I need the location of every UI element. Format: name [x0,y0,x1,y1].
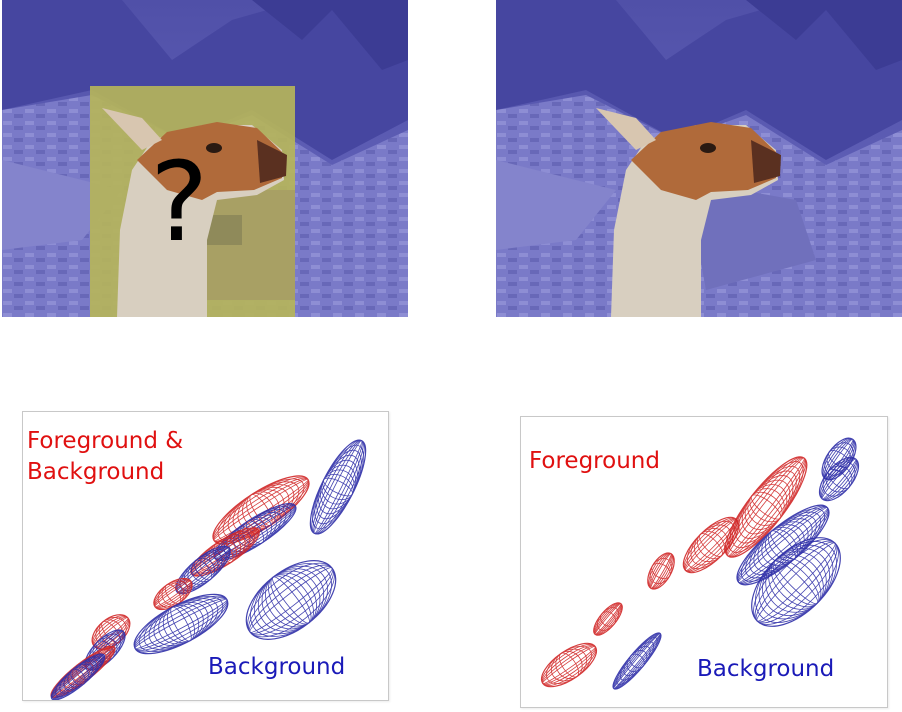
ellipsoid-foreground-a [724,456,808,558]
ellipsoid-background-4 [133,593,229,655]
photo-segmented [496,0,902,317]
ellipsoid-foreground-b [682,516,740,574]
ellipsoid-foreground-d [593,602,623,636]
llama-figure-segmented [596,108,781,317]
ellipsoid-background-e [612,632,662,690]
llama-scene-right [496,0,902,317]
ellipsoid-foreground-c [647,552,675,590]
ellipsoid-background-5 [245,560,337,640]
ellipsoid-background-b [818,456,860,502]
question-mark: ? [150,138,208,266]
ellipsoid-background-d [751,537,841,627]
label-foreground: Foreground [529,448,660,474]
gmm-plot-mixed: Foreground & Background Background [22,411,389,701]
llama-figure [102,108,287,317]
llama-scene-left: ? [2,0,408,317]
ellipsoid-background-3 [175,545,231,595]
label-background-line: Background [27,459,165,485]
ellipsoid-background-1 [309,439,367,535]
photo-unknown-region: ? [2,0,408,317]
label-background: Background [208,654,346,680]
ellipsoid-foreground-e [540,642,598,688]
separated-ellipsoids [540,437,860,690]
label-background-right: Background [697,656,835,682]
ellipsoid-background-6 [84,629,126,671]
ellipsoid-background-7 [50,653,106,700]
mixed-ellipsoids [50,439,367,700]
gmm-plot-separated: Foreground Background [520,416,888,708]
label-foreground-and: Foreground & [27,428,184,454]
